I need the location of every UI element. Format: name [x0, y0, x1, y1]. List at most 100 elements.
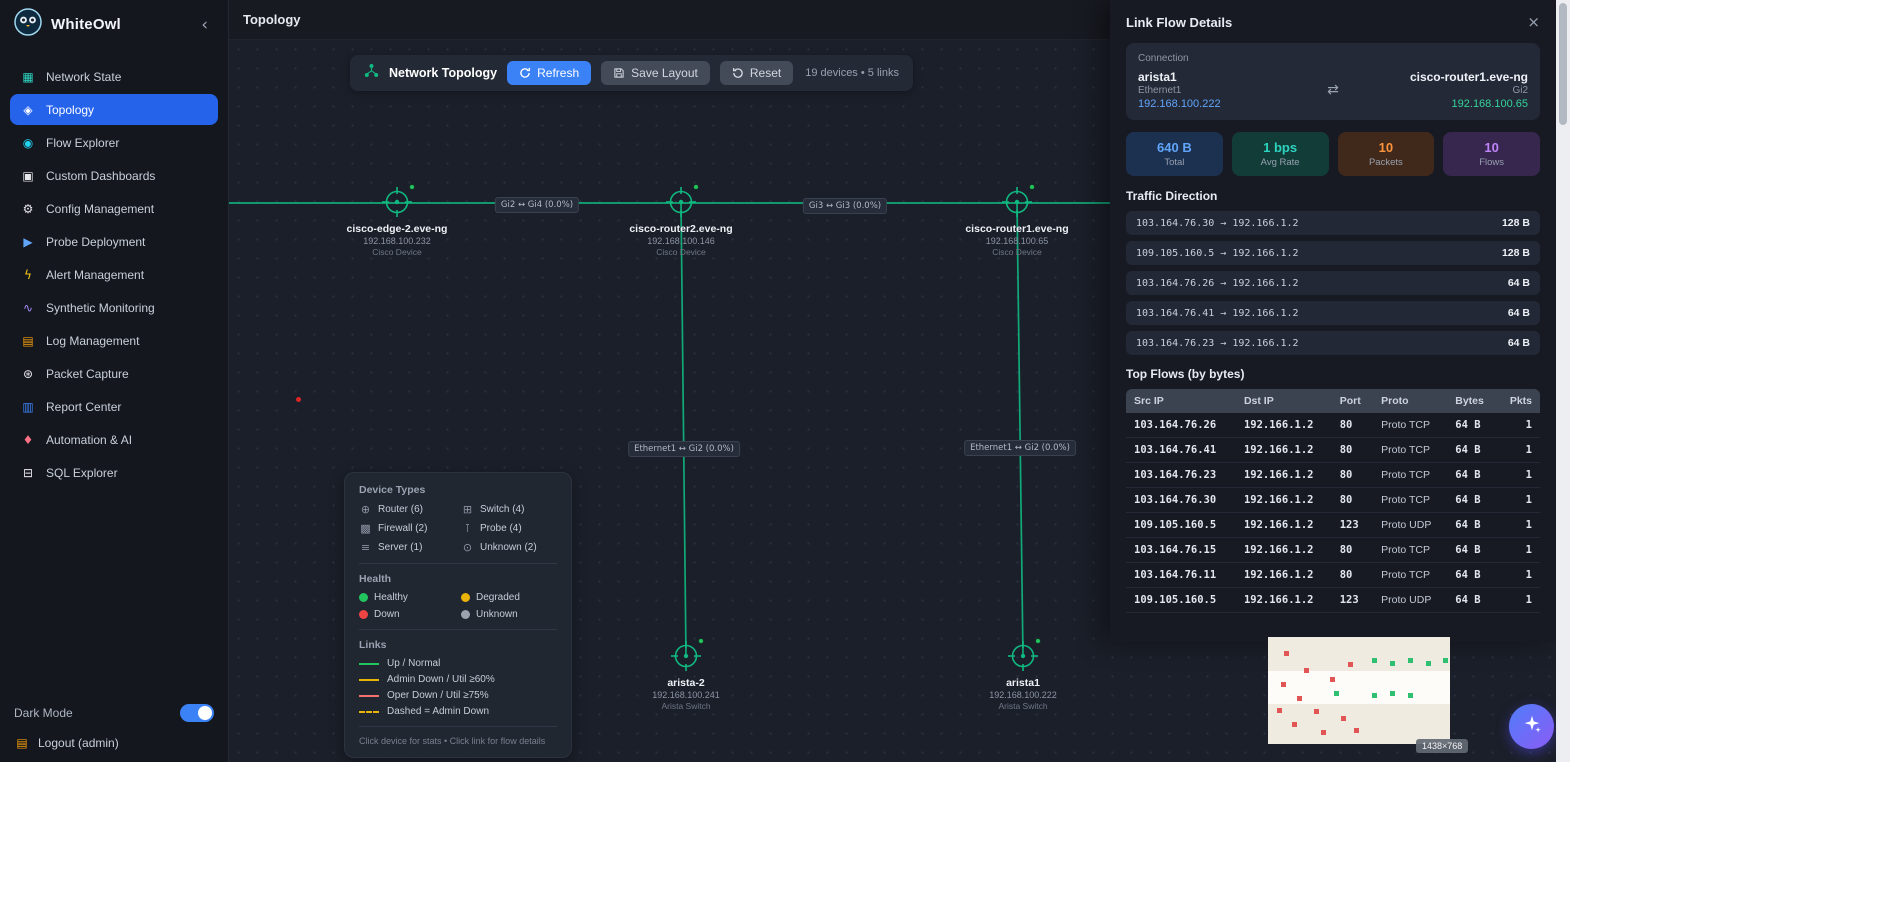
connection-card: Connection arista1 Ethernet1 192.168.100…: [1126, 43, 1540, 120]
legend-device-type: ≡Server (1): [360, 541, 423, 554]
ai-assistant-button[interactable]: [1509, 704, 1554, 749]
flow-bytes: 64 B: [1447, 587, 1498, 613]
refresh-button[interactable]: Refresh: [507, 61, 592, 85]
flow-port: 80: [1331, 462, 1374, 488]
sidebar-item-label: SQL Explorer: [46, 465, 118, 480]
legend-health-item: Healthy: [359, 592, 455, 603]
flows-col-pkts: Pkts: [1497, 389, 1540, 413]
device-status-dot: [1035, 638, 1041, 644]
traffic-bytes: 128 B: [1501, 217, 1530, 229]
flow-port: 123: [1331, 512, 1374, 538]
flows-col-bytes: Bytes: [1447, 389, 1498, 413]
sidebar-item-synthetic-monitoring[interactable]: ∿Synthetic Monitoring: [10, 292, 218, 323]
sidebar-item-sql-explorer[interactable]: ⊟SQL Explorer: [10, 457, 218, 488]
flow-bytes: 64 B: [1447, 413, 1498, 438]
flow-proto: Proto TCP: [1373, 437, 1448, 463]
scrollbar-thumb[interactable]: [1559, 3, 1567, 125]
flow-pkts: 1: [1497, 537, 1540, 563]
sidebar-item-probe-deployment[interactable]: ▶Probe Deployment: [10, 226, 218, 257]
probe-deployment-icon: ▶: [23, 234, 33, 249]
logout-button[interactable]: ▤ Logout (admin): [14, 736, 214, 750]
save-layout-button[interactable]: Save Layout: [601, 61, 710, 85]
sparkle-icon: [1521, 713, 1543, 740]
flow-bytes: 64 B: [1447, 437, 1498, 463]
sidebar-item-network-state[interactable]: ▦Network State: [10, 61, 218, 92]
topology-toolbar: Network Topology Refresh Save Layout Res…: [350, 55, 913, 91]
sidebar-item-log-management[interactable]: ▤Log Management: [10, 325, 218, 356]
sidebar-item-report-center[interactable]: ▥Report Center: [10, 391, 218, 422]
sidebar-item-flow-explorer[interactable]: ◉Flow Explorer: [10, 127, 218, 158]
flow-src-ip: 103.164.76.26: [1126, 413, 1236, 438]
flow-dst-ip: 192.166.1.2: [1235, 587, 1332, 613]
sidebar-item-label: Automation & AI: [46, 432, 133, 447]
minimap-dot: [1280, 681, 1286, 687]
top-flows-title: Top Flows (by bytes): [1126, 367, 1245, 381]
sidebar-item-packet-capture[interactable]: ⊛Packet Capture: [10, 358, 218, 389]
device-ip: 192.168.100.65: [985, 236, 1049, 246]
page-title: Topology: [243, 12, 301, 27]
minimap-dot: [1320, 730, 1326, 736]
link-label[interactable]: Gi2 ↔ Gi4 (0.0%): [494, 197, 580, 213]
link-label[interactable]: Ethernet1 ↔ Gi2 (0.0%): [964, 440, 1076, 456]
page-scrollbar[interactable]: [1556, 0, 1570, 762]
reset-button[interactable]: Reset: [719, 61, 794, 85]
sidebar-item-label: Packet Capture: [46, 366, 129, 381]
flow-pkts: 1: [1497, 437, 1540, 463]
stat-value: 10: [1484, 140, 1499, 155]
sidebar-item-label: Config Management: [46, 201, 155, 216]
sidebar-item-automation-ai[interactable]: ♦ Automation & AI: [10, 424, 218, 455]
sidebar-item-label: Flow Explorer: [46, 135, 120, 150]
custom-dashboards-icon: ▣: [22, 168, 34, 183]
sidebar-collapse-button[interactable]: ‹: [201, 14, 208, 35]
sidebar-item-custom-dashboards[interactable]: ▣Custom Dashboards: [10, 160, 218, 191]
legend-device-type: ⊙Unknown (2): [462, 541, 537, 554]
legend-footer: Click device for stats • Click link for …: [359, 736, 546, 746]
sidebar-item-label: Network State: [46, 69, 122, 84]
minimap[interactable]: [1268, 637, 1450, 744]
device-name: cisco-router1.eve-ng: [965, 223, 1069, 235]
app-window: WhiteOwl ‹ ▦Network State◈Topology◉Flow …: [0, 0, 1570, 762]
sidebar-item-config-management[interactable]: ⚙Config Management: [10, 193, 218, 224]
sidebar-item-topology[interactable]: ◈Topology: [10, 94, 218, 125]
stat-label: Flows: [1479, 157, 1505, 168]
legend-divider: [359, 629, 557, 630]
legend-link-item: Admin Down / Util ≥60%: [359, 674, 557, 685]
endpoint-a-name: arista1: [1138, 70, 1177, 84]
flow-proto: Proto TCP: [1373, 462, 1448, 488]
close-icon[interactable]: ×: [1527, 13, 1540, 31]
endpoint-b-interface: Gi2: [1512, 85, 1528, 96]
flow-dst-ip: 192.166.1.2: [1235, 487, 1332, 513]
dark-mode-label: Dark Mode: [14, 706, 73, 720]
connection-label: Connection: [1138, 53, 1189, 64]
flow-pkts: 1: [1497, 413, 1540, 438]
device-name: arista-2: [667, 677, 705, 689]
flows-col-proto: Proto: [1373, 389, 1448, 413]
dark-mode-toggle[interactable]: [180, 704, 214, 722]
flows-col-dst-ip: Dst IP: [1235, 389, 1332, 413]
topology-icon: ◈: [23, 102, 33, 117]
stat-label: Avg Rate: [1260, 157, 1300, 168]
minimap-dot: [1371, 692, 1377, 698]
link-label[interactable]: Gi3 ↔ Gi3 (0.0%): [802, 198, 888, 214]
flow-src-ip: 109.105.160.5: [1126, 512, 1236, 538]
legend-link-item: Dashed = Admin Down: [359, 706, 557, 717]
legend-device-type: ▩Firewall (2): [360, 522, 428, 535]
sidebar-item-label: Synthetic Monitoring: [46, 300, 155, 315]
link-label[interactable]: Ethernet1 ↔ Gi2 (0.0%): [628, 441, 740, 457]
automation-ai-icon: ♦: [22, 432, 34, 447]
